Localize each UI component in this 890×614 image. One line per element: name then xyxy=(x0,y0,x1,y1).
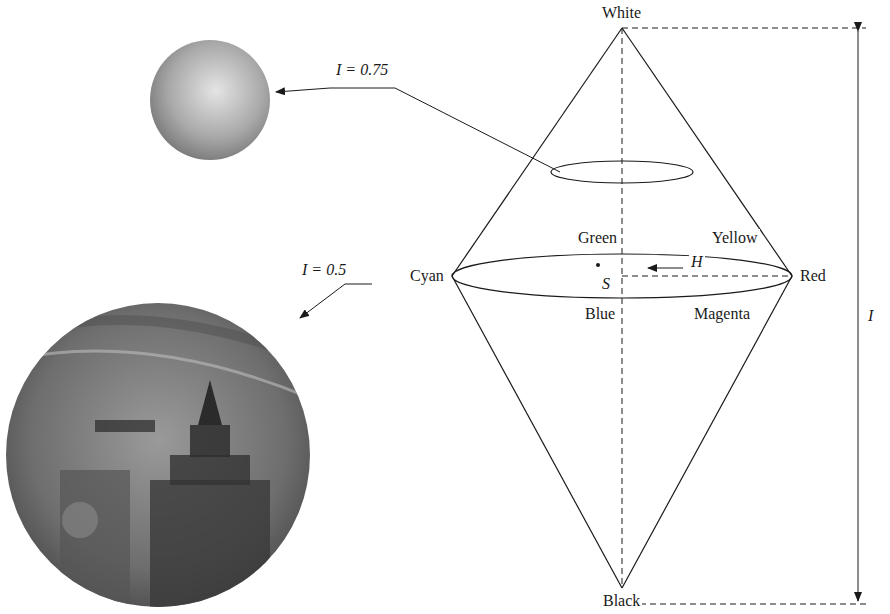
double-cone xyxy=(452,28,792,588)
intensity-axis-label: I xyxy=(866,307,875,325)
apex-label: White xyxy=(600,4,643,22)
apex-label: Black xyxy=(601,592,642,610)
hue-label: Yellow xyxy=(710,229,760,247)
hue-label: Green xyxy=(576,229,619,247)
hue-label: Cyan xyxy=(408,267,446,285)
hue-label: Blue xyxy=(583,305,617,323)
intensity-dimension xyxy=(858,31,859,601)
hue-arrow xyxy=(648,268,683,269)
hue-label: Red xyxy=(798,267,828,285)
leader-lines xyxy=(276,88,560,318)
color-point xyxy=(596,263,600,267)
sphere-i075 xyxy=(150,40,270,160)
intensity-callout: I = 0.75 xyxy=(334,61,390,79)
intensity-callout: I = 0.5 xyxy=(300,261,348,279)
dashed-guides xyxy=(622,28,866,604)
hue-symbol: H xyxy=(689,253,705,271)
saturation-symbol: S xyxy=(600,275,612,293)
sphere-photo-texture xyxy=(10,320,315,610)
hue-label: Magenta xyxy=(692,305,752,323)
